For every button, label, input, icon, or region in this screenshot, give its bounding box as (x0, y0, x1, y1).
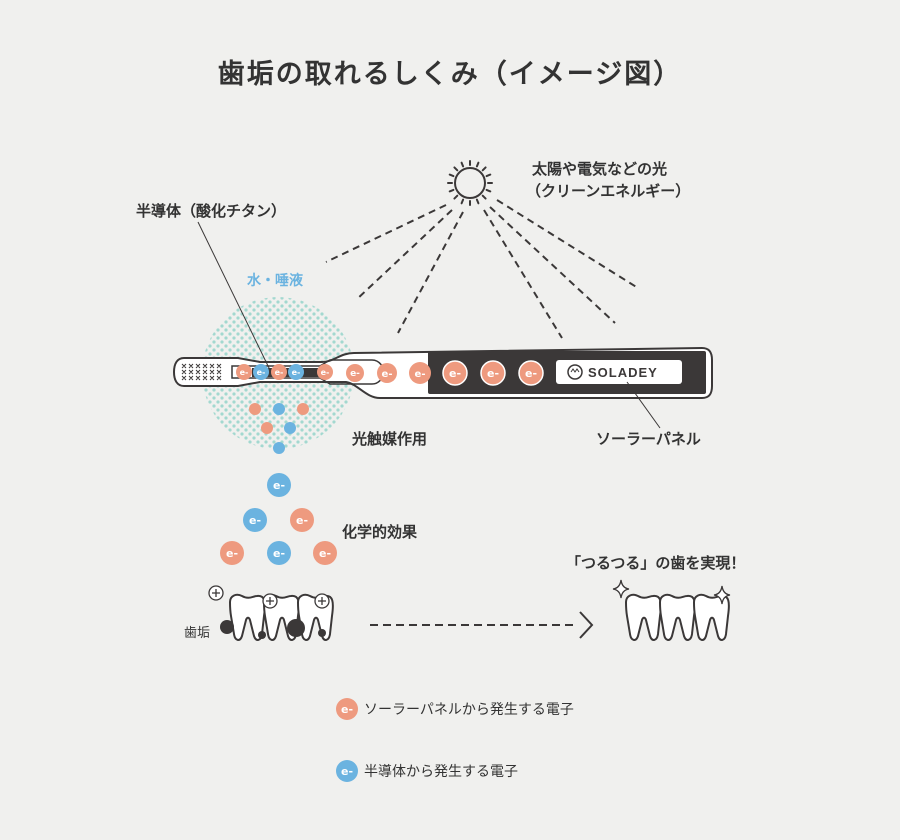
svg-text:e-: e- (321, 368, 330, 377)
electron-semiconductor: e- (267, 541, 291, 565)
legend-solar-text: ソーラーパネルから発生する電子 (364, 702, 574, 718)
semiconductor-rod (252, 368, 322, 377)
plaque-blob (318, 629, 326, 637)
saliva-particles (249, 403, 309, 454)
handle-electrons: e- e- e- e- e- e- e- e- e- e- e- (236, 360, 544, 386)
plaque-blob (258, 631, 266, 639)
sparkle-icon (713, 585, 731, 605)
svg-text:e-: e- (273, 479, 285, 492)
saliva-label: 水・唾液 (247, 273, 303, 289)
legend-solar-electron-icon: e- (336, 698, 358, 720)
svg-text:e-: e- (415, 369, 426, 380)
electron-solar: e- (317, 364, 333, 380)
arrow-right-icon (370, 611, 594, 639)
electron-solar: e- (220, 541, 244, 565)
plaque-label: 歯垢 (184, 626, 211, 641)
legend-item-solar: e- ソーラーパネルから発生する電子 (336, 698, 574, 720)
svg-text:e-: e- (273, 547, 285, 560)
svg-text:e-: e- (240, 368, 249, 377)
sparkle-icon (612, 579, 630, 599)
legend-item-semiconductor: e- 半導体から発生する電子 (336, 760, 518, 782)
plaque-blob (287, 619, 305, 637)
chemical-effect-label: 化学的効果 (342, 523, 418, 541)
plaque-blob (220, 620, 234, 634)
electron-solar: e- (346, 364, 364, 382)
electron-semiconductor: e- (253, 364, 269, 380)
tooth-icon (658, 593, 696, 641)
svg-text:e-: e- (382, 369, 393, 380)
svg-text:e-: e- (249, 514, 261, 527)
plus-icon (262, 593, 278, 609)
svg-text:e-: e- (257, 368, 266, 377)
photocatalysis-label: 光触媒作用 (352, 430, 428, 448)
brand-logo-icon (567, 364, 583, 380)
sun-icon (447, 160, 493, 206)
sunlight-label-line2: （クリーンエネルギー） (526, 182, 691, 200)
electron-semiconductor: e- (267, 473, 291, 497)
brand-label: SOLADEY (588, 365, 658, 380)
svg-text:e-: e- (226, 547, 238, 560)
svg-text:e-: e- (296, 514, 308, 527)
plus-icon (314, 593, 330, 609)
bristles (181, 363, 222, 381)
electron-solar: e- (480, 360, 506, 386)
electron-solar: e- (236, 364, 252, 380)
electron-semiconductor: e- (243, 508, 267, 532)
electron-solar: e- (409, 362, 431, 384)
semiconductor-leader (197, 221, 271, 371)
electron-solar: e- (377, 363, 397, 383)
tooth-icon (228, 593, 266, 641)
semiconductor-label: 半導体（酸化チタン） (136, 202, 287, 220)
brand-plate (556, 360, 682, 384)
clean-teeth (612, 579, 731, 641)
electron-solar: e- (290, 508, 314, 532)
plus-icon (208, 585, 224, 601)
svg-text:e-: e- (487, 367, 499, 380)
electron-semiconductor: e- (288, 364, 304, 380)
svg-text:e-: e- (449, 367, 461, 380)
page-title: 歯垢の取れるしくみ（イメージ図） (217, 59, 683, 90)
svg-text:e-: e- (525, 367, 537, 380)
electron-solar: e- (442, 360, 468, 386)
svg-text:e-: e- (275, 368, 284, 377)
legend-semiconductor-text: 半導体から発生する電子 (364, 764, 518, 780)
falling-electrons: e- e- e- e- e- e- (220, 473, 337, 565)
electron-solar: e- (271, 364, 287, 380)
sunlight-label-line1: 太陽や電気などの光 (532, 160, 668, 178)
svg-text:e-: e- (319, 547, 331, 560)
solar-panel-leader (626, 381, 661, 429)
svg-text:e-: e- (292, 368, 301, 377)
svg-text:e-: e- (350, 369, 360, 379)
solar-panel-label: ソーラーパネル (596, 430, 701, 448)
legend-semiconductor-electron-icon: e- (336, 760, 358, 782)
electron-solar: e- (313, 541, 337, 565)
tooth-icon (624, 593, 662, 641)
plaque-teeth (208, 585, 334, 641)
tooth-icon (692, 593, 730, 641)
result-label: 「つるつる」の歯を実現！ (566, 554, 746, 572)
electron-solar: e- (518, 360, 544, 386)
light-rays (325, 199, 639, 339)
